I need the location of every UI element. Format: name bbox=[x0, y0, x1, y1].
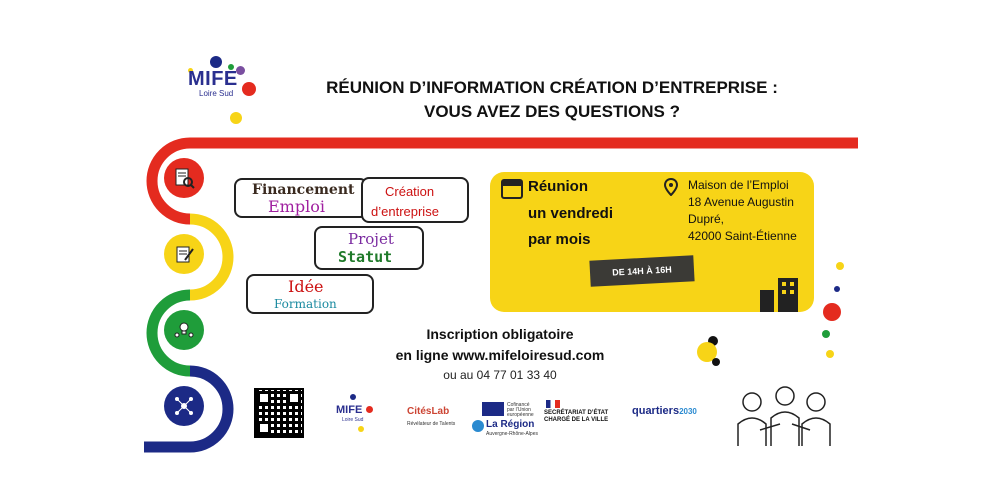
quartiers-label: quartiers bbox=[632, 405, 680, 417]
bubble-formation-label: Formation bbox=[274, 297, 337, 311]
decor-dot bbox=[823, 303, 841, 321]
mife-footer-sub: Loire Sud bbox=[342, 417, 364, 423]
inscription-website: en ligne www.mifeloiresud.com bbox=[395, 347, 605, 363]
secretariat-line-2: CHARGÉ DE LA VILLE bbox=[544, 417, 609, 423]
french-flag-icon bbox=[546, 400, 560, 408]
address-line-4: 42000 Saint-Étienne bbox=[688, 229, 797, 243]
location-pin-icon bbox=[663, 177, 679, 197]
title-line-1: RÉUNION D’INFORMATION CRÉATION D’ENTREPR… bbox=[326, 78, 778, 97]
document-search-icon bbox=[164, 158, 204, 198]
logo-name: MIFE bbox=[188, 68, 238, 90]
bubble-statut-label: Statut bbox=[338, 248, 393, 266]
decor-dot bbox=[708, 336, 718, 346]
bubble-idee-label: Idée bbox=[288, 277, 324, 296]
eu-flag-icon bbox=[482, 402, 504, 416]
time-badge: DE 14H À 16H bbox=[589, 255, 695, 287]
calendar-icon bbox=[501, 179, 523, 199]
decor-dot bbox=[836, 262, 844, 270]
bubble-entreprise-label: d’entreprise bbox=[371, 204, 439, 219]
meeting-card bbox=[490, 172, 814, 312]
address-line-3: Dupré, bbox=[688, 212, 725, 226]
idea-people-icon bbox=[164, 310, 204, 350]
quartiers-logo: quartiers2030 bbox=[632, 405, 697, 417]
bubble-projet-label: Projet bbox=[348, 230, 394, 248]
bubble-financement: Financement Emploi bbox=[234, 178, 368, 218]
people-illustration bbox=[737, 386, 831, 446]
citeslab-logo: CitésLab bbox=[407, 406, 450, 417]
qr-code[interactable] bbox=[254, 388, 304, 438]
bubble-idee: Idée Formation bbox=[246, 274, 374, 314]
bubble-projet: Projet Statut bbox=[314, 226, 424, 270]
page-title: RÉUNION D’INFORMATION CRÉATION D’ENTREPR… bbox=[272, 76, 832, 124]
quartiers-year: 2030 bbox=[679, 407, 697, 416]
mife-footer-name: MIFE bbox=[336, 404, 363, 416]
logo-subtitle: Loire Sud bbox=[199, 89, 234, 98]
bubble-financement-label: Financement bbox=[252, 182, 355, 198]
bubble-emploi-label: Emploi bbox=[268, 197, 325, 216]
region-name: La Région bbox=[486, 419, 535, 430]
network-icon bbox=[164, 386, 204, 426]
buildings-icon bbox=[760, 278, 804, 312]
region-logo-icon bbox=[472, 420, 484, 432]
eu-text: Cofinancé par l’Union européenne bbox=[507, 402, 534, 418]
card-line-1: Réunion bbox=[528, 178, 588, 195]
citeslab-tagline: Révélateur de Talents bbox=[407, 421, 456, 427]
bubble-creation-label: Création bbox=[385, 184, 435, 199]
address-line-2: 18 Avenue Augustin bbox=[688, 195, 794, 209]
region-sub: Auvergne-Rhône-Alpes bbox=[486, 431, 538, 437]
inscription-title: Inscription obligatoire bbox=[426, 326, 574, 342]
title-line-2: VOUS AVEZ DES QUESTIONS ? bbox=[424, 102, 680, 121]
card-line-2: un vendredi bbox=[528, 205, 614, 222]
decor-dot bbox=[697, 342, 717, 362]
inscription-phone: ou au 04 77 01 33 40 bbox=[443, 368, 557, 382]
contract-signing-icon bbox=[164, 234, 204, 274]
decor-dot bbox=[826, 350, 834, 358]
mife-footer-logo: MIFE Loire Sud bbox=[332, 394, 376, 434]
decor-dot bbox=[834, 286, 840, 292]
address-line-1: Maison de l’Emploi bbox=[688, 178, 789, 192]
decor-dot bbox=[712, 358, 720, 366]
secretariat-line-1: SECRÉTARIAT D’ÉTAT bbox=[544, 410, 609, 416]
bubble-creation: Création d’entreprise bbox=[361, 177, 469, 223]
card-line-3: par mois bbox=[528, 231, 591, 248]
mife-logo bbox=[178, 52, 264, 130]
decor-dot bbox=[822, 330, 830, 338]
